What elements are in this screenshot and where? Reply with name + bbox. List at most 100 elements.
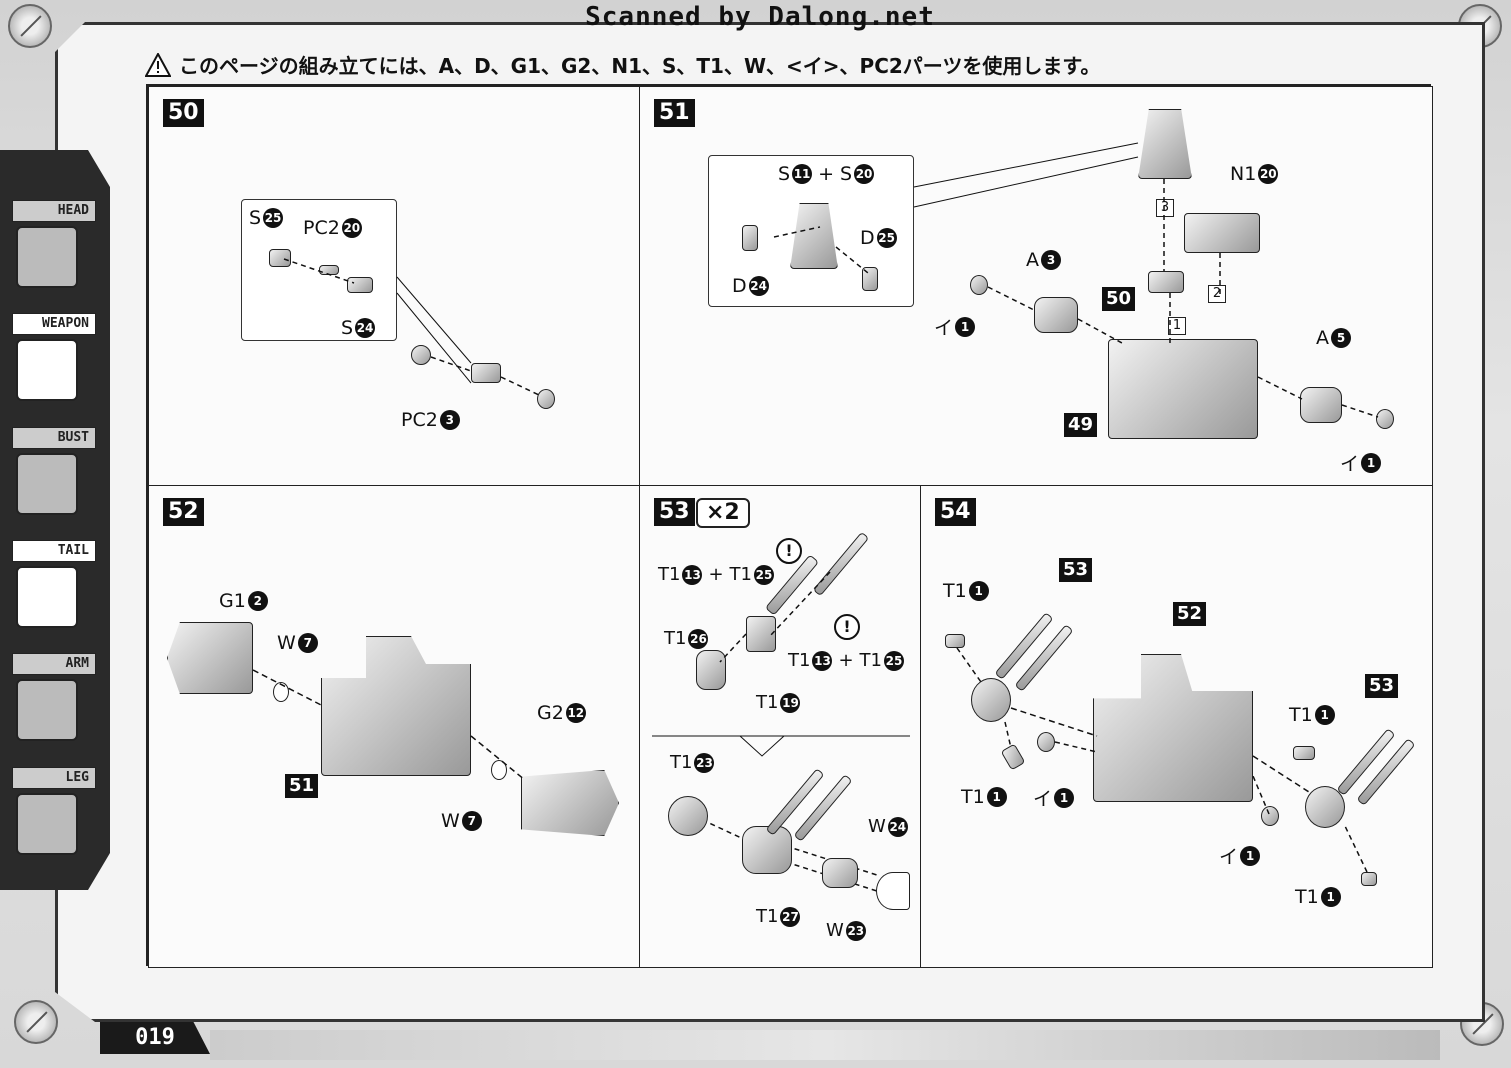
part-drawing [822,858,858,888]
assembly-lines [956,647,1368,873]
assembly-lines [283,258,540,396]
part-drawing [970,275,988,295]
tab-leg-label: LEG [12,767,96,789]
part-drawing [269,249,291,267]
part-drawing [537,389,555,409]
caution-icon: ! [776,538,802,564]
tab-bust[interactable]: BUST [8,427,100,537]
page-number: 019 [100,1022,210,1054]
part-drawing [1305,786,1345,828]
step-reference: 53 [1059,558,1093,582]
warning-note: このページの組み立てには、A、D、G1、G2、N1、S、T1、W、<イ>、PC2… [144,50,1101,79]
step-number: 52 [163,498,204,526]
part-drawing [1034,297,1078,333]
assembly-lines [252,669,526,781]
tail-icon [16,566,78,628]
tab-leg[interactable]: LEG [8,767,100,877]
bust-icon [16,453,78,515]
part-drawing [1037,732,1055,752]
part-drawing [273,682,289,702]
part-drawing [742,225,758,251]
part-drawing [1361,872,1377,886]
step-reference: 49 [1064,413,1098,437]
part-drawing [347,277,373,293]
tab-tail[interactable]: TAIL [8,540,100,650]
part-drawing [945,634,965,648]
tab-arm[interactable]: ARM [8,653,100,763]
head-icon [16,226,78,288]
step-number: 53 [654,498,695,526]
scan-banner: Scanned by Dalong.net [585,2,935,32]
sequence-marker: 2 [1208,285,1226,303]
caution-icon: ! [834,614,860,640]
part-drawing [1300,387,1342,423]
sequence-marker: 1 [1168,317,1186,335]
part-drawing [1184,213,1260,253]
step-number: 54 [935,498,976,526]
warning-triangle-icon [144,51,172,77]
part-drawing [167,622,253,694]
step-reference: 53 [1365,674,1399,698]
tab-tail-label: TAIL [12,540,96,562]
arm-icon [16,679,78,741]
part-drawing [696,650,726,690]
part-drawing [471,363,501,383]
leg-icon [16,793,78,855]
part-drawing [862,267,878,291]
step-reference: 50 [1102,287,1136,311]
part-drawing [1261,806,1279,826]
part-drawing [876,872,910,910]
part-drawing [971,678,1011,722]
bottom-decor-strip [210,1030,1440,1060]
step-number: 51 [654,99,695,127]
tab-head-label: HEAD [12,200,96,222]
corner-bolt-icon [14,1000,58,1044]
part-drawing [742,826,792,874]
tab-head[interactable]: HEAD [8,200,100,310]
part-drawing [521,770,619,836]
part-drawing [1376,409,1394,429]
part-drawing [491,760,507,780]
part-drawing [668,796,708,836]
tab-bust-label: BUST [12,427,96,449]
sequence-marker: 3 [1156,199,1174,217]
tab-weapon[interactable]: WEAPON [8,313,100,423]
assembly-lines [773,142,1379,418]
corner-bolt-icon [8,4,52,48]
warning-text: このページの組み立てには、A、D、G1、G2、N1、S、T1、W、<イ>、PC2… [179,54,1101,78]
tab-arm-label: ARM [12,653,96,675]
step-number: 50 [163,99,204,127]
part-drawing [1108,339,1258,439]
quantity-box: ×2 [696,498,750,528]
weapon-icon [16,339,78,401]
